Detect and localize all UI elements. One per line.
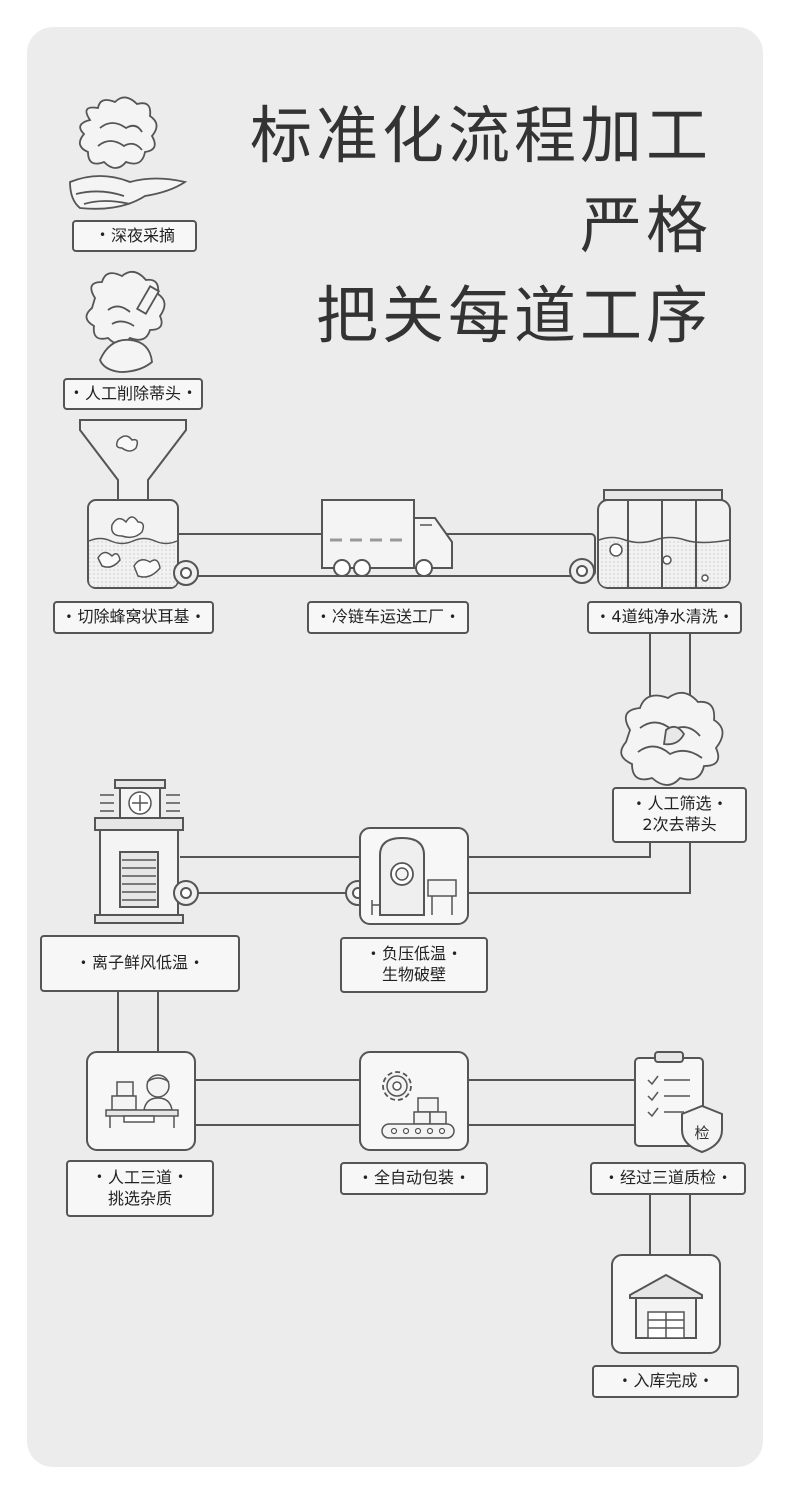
title-line-2: 严格 [579, 189, 712, 262]
step-label-ion-dry: • 离子鲜风低温 • [40, 935, 240, 992]
vacuum-tank-icon [345, 827, 469, 925]
tremella-icon [620, 692, 724, 786]
bullet: • [361, 1170, 369, 1185]
step-text-line-2: 挑选杂质 [107, 1188, 172, 1208]
step-text: 全自动包装 [373, 1168, 454, 1188]
step-label-night-picking: • 深夜采摘 [72, 220, 197, 252]
step-text: 离子鲜风低温 [91, 953, 188, 973]
step-text: 4道纯净水清洗 [611, 607, 718, 627]
bullet: • [716, 796, 724, 811]
bullet: • [459, 1170, 467, 1185]
check-badge-label: 检 [694, 1124, 710, 1142]
bullet: • [449, 609, 457, 624]
step-text: 入库完成 [633, 1371, 698, 1391]
checklist-shield-icon [634, 1051, 723, 1154]
funnel-tank-icon [79, 419, 199, 589]
step-label-pick-impurities: • 人工三道 • 挑选杂质 [66, 1160, 214, 1217]
bullet: • [722, 609, 730, 624]
wash-tank-icon [569, 489, 731, 589]
title-line-3: 把关每道工序 [315, 279, 712, 352]
title-line-1: 标准化流程加工 [249, 99, 712, 172]
step-label-auto-pack: • 全自动包装 • [340, 1162, 488, 1195]
step-text: 深夜采摘 [111, 225, 176, 245]
bullet: • [635, 796, 643, 811]
tremella-hand-icon [69, 96, 188, 210]
step-label-cold-chain: • 冷链车运送工厂 • [307, 601, 469, 634]
step-text: 人工削除蒂头 [84, 383, 181, 403]
step-label-trim-stem: • 人工削除蒂头 • [63, 378, 203, 410]
bullet: • [702, 1373, 710, 1388]
step-label-warehouse: • 入库完成 • [592, 1365, 739, 1398]
step-label-manual-screen: • 人工筛选 • 2次去蒂头 [612, 787, 747, 843]
step-label-cut-base: • 切除蜂窝状耳基 • [53, 601, 214, 634]
bullet: • [79, 955, 87, 970]
bullet: • [95, 1170, 103, 1185]
bullet: • [98, 228, 107, 243]
dryer-machine-icon [94, 779, 199, 924]
bullet: • [186, 386, 194, 401]
bullet: • [177, 1170, 185, 1185]
step-label-quality-check: • 经过三道质检 • [590, 1162, 746, 1195]
truck-icon [321, 499, 453, 577]
tremella-person-icon [85, 270, 166, 373]
step-text: 切除蜂窝状耳基 [77, 607, 190, 627]
warehouse-icon [611, 1254, 721, 1354]
bullet: • [194, 609, 202, 624]
step-label-wall-break: • 负压低温 • 生物破壁 [340, 937, 488, 993]
bullet: • [607, 1170, 615, 1185]
step-text: 人工三道 [107, 1167, 172, 1187]
bullet: • [72, 386, 80, 401]
bullet: • [451, 946, 459, 961]
step-text: 经过三道质检 [619, 1168, 716, 1188]
worker-desk-icon [86, 1051, 196, 1151]
step-text: 人工筛选 [647, 794, 712, 814]
bullet: • [369, 946, 377, 961]
gear-conveyor-icon [359, 1051, 469, 1151]
bullet: • [193, 955, 201, 970]
bullet: • [319, 609, 327, 624]
step-text: 负压低温 [381, 944, 446, 964]
step-text: 冷链车运送工厂 [331, 607, 444, 627]
step-text-line-2: 2次去蒂头 [642, 815, 717, 834]
bullet: • [721, 1170, 729, 1185]
step-text-line-2: 生物破壁 [381, 965, 446, 984]
step-label-wash: • 4道纯净水清洗 • [587, 601, 742, 634]
bullet: • [65, 609, 73, 624]
bullet: • [599, 609, 607, 624]
bullet: • [621, 1373, 629, 1388]
